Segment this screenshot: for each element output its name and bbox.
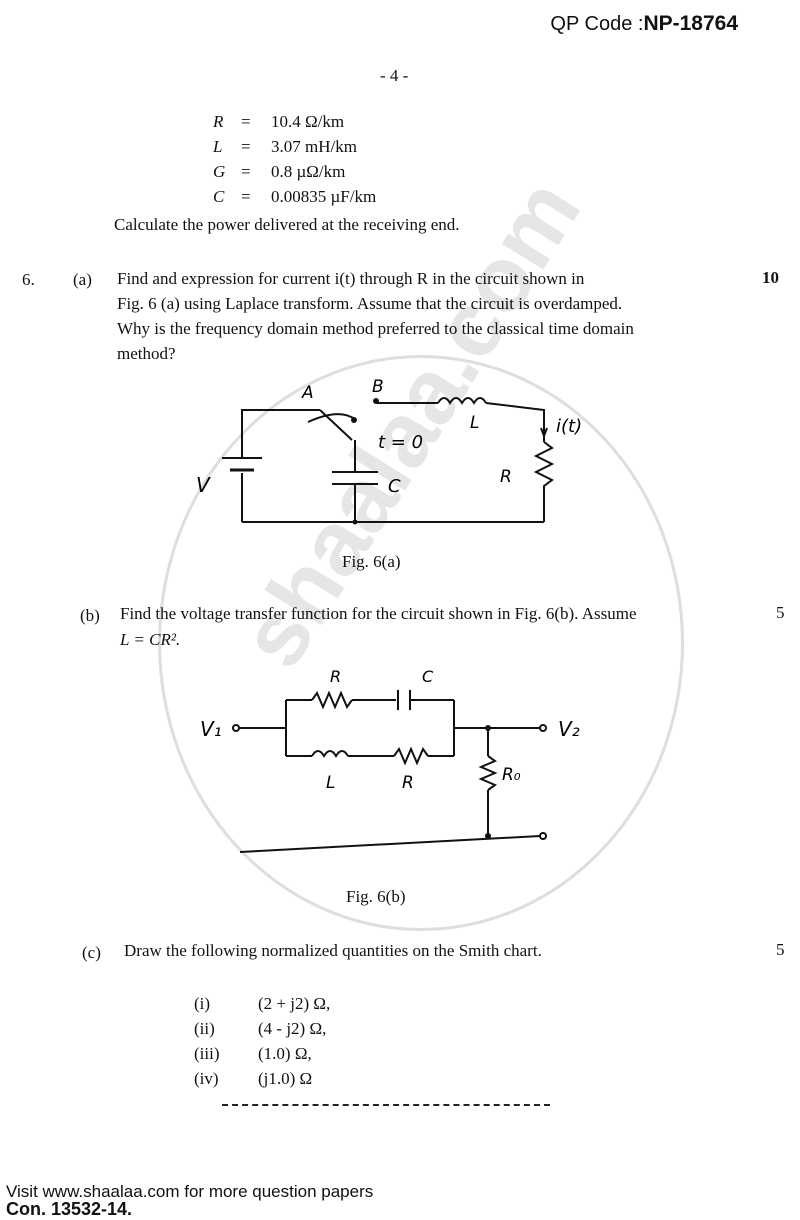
list-item: (iii)(1.0) Ω, [194,1044,312,1063]
part-b-line: Find the voltage transfer function for t… [120,604,637,623]
question-number: 6. [22,270,35,289]
end-divider [222,1104,550,1106]
param-row: C=0.00835 µF/km [213,187,377,206]
circuit-label-l-6b: L [326,773,335,793]
fig-caption-6a: Fig. 6(a) [342,552,401,571]
circuit-label-l: L [470,413,479,433]
list-item: (i)(2 + j2) Ω, [194,994,331,1013]
param-row: G=0.8 µΩ/km [213,162,346,181]
circuit-label-c-6b: C [422,667,434,686]
param-row: R=10.4 Ω/km [213,112,345,131]
part-a-label: (a) [73,270,92,289]
circuit-label-it: i(t) [556,416,582,437]
list-item: (ii)(4 - j2) Ω, [194,1019,327,1038]
circuit-fig-6a: A B L i(t) t = 0 V C R [196,377,582,525]
circuit-fig-6b: R C V₁ V₂ L R R₀ [200,667,580,853]
watermark-circle [158,355,684,931]
qp-code: QP Code :NP-18764 [550,12,738,36]
circuit-label-t0: t = 0 [378,432,423,453]
marks-c: 5 [776,940,785,959]
circuit-label-r0: R₀ [502,765,521,785]
part-a-line: method? [117,344,176,363]
footer-visit: Visit www.shaalaa.com for more question … [6,1182,374,1201]
part-a-line: Fig. 6 (a) using Laplace transform. Assu… [117,294,623,313]
marks-b: 5 [776,603,785,622]
circuit-label-v2: V₂ [558,717,580,741]
part-a-line: Why is the frequency domain method prefe… [117,319,634,338]
marks-a: 10 [762,268,779,287]
circuit-label-a: A [301,383,314,403]
part-a-line: Find and expression for current i(t) thr… [117,269,585,288]
circuit-label-c: C [388,476,401,497]
page-number: - 4 - [380,66,409,85]
qp-code-value: NP-18764 [643,12,738,35]
qp-code-label: QP Code : [550,13,644,35]
part-b-line: L = CR². [120,630,181,649]
circuit-label-b: B [372,377,384,397]
circuit-label-v1: V₁ [200,717,222,741]
list-item: (iv)(j1.0) Ω [194,1069,313,1088]
part-c-label: (c) [82,943,101,962]
circuit-label-r: R [500,467,512,487]
param-row: L=3.07 mH/km [213,137,357,156]
calc-line: Calculate the power delivered at the rec… [114,215,460,234]
part-b-label: (b) [80,606,100,625]
part-c-text: Draw the following normalized quantities… [124,941,542,960]
fig-caption-6b: Fig. 6(b) [346,887,406,906]
circuit-label-v: V [196,473,211,497]
circuit-label-r-bot: R [402,773,414,793]
circuit-label-r-top: R [330,667,341,686]
footer-con: Con. 13532-14. [6,1199,133,1219]
